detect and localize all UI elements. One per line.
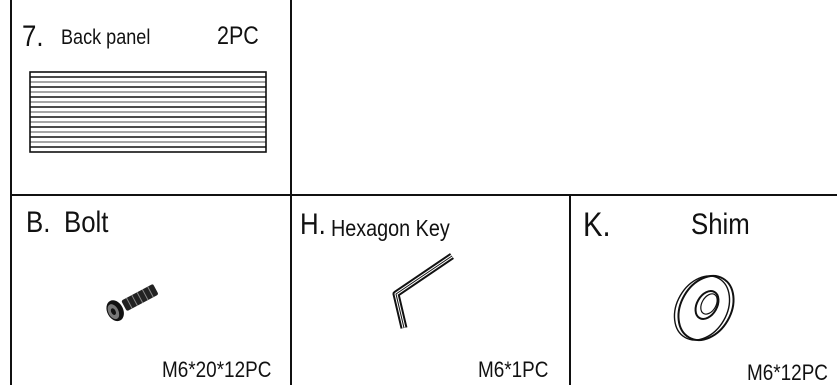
part-letter: H. bbox=[300, 208, 326, 241]
part-cell-shim: K. Shim M6*12PC bbox=[571, 196, 837, 385]
grid-line-left bbox=[10, 0, 12, 385]
part-name: Bolt bbox=[64, 206, 109, 239]
part-spec: M6*1PC bbox=[478, 357, 549, 382]
grid-line-top-divider bbox=[290, 0, 292, 196]
grid-line-horizontal bbox=[10, 194, 837, 196]
part-name: Back panel bbox=[61, 26, 151, 49]
grid-line-right-divider bbox=[569, 194, 571, 385]
part-cell-hexagon-key: H. Hexagon Key M6*1PC bbox=[292, 196, 569, 385]
part-name: Shim bbox=[691, 208, 750, 241]
part-cell-back-panel: 7. Back panel 2PC bbox=[12, 0, 290, 194]
part-number: 7. bbox=[22, 20, 44, 53]
hexagon-key-icon bbox=[392, 253, 454, 329]
part-name: Hexagon Key bbox=[331, 215, 450, 241]
bolt-icon bbox=[106, 284, 158, 322]
shim-icon bbox=[673, 275, 735, 341]
part-spec: M6*20*12PC bbox=[162, 357, 272, 382]
part-cell-bolt: B. Bolt M6*20*12PC bbox=[12, 196, 290, 385]
part-spec: M6*12PC bbox=[747, 360, 828, 385]
grid-line-mid-divider bbox=[290, 194, 292, 385]
part-letter: B. bbox=[26, 206, 51, 239]
part-quantity: 2PC bbox=[217, 22, 259, 50]
back-panel-icon bbox=[29, 71, 267, 153]
part-letter: K. bbox=[583, 206, 611, 244]
